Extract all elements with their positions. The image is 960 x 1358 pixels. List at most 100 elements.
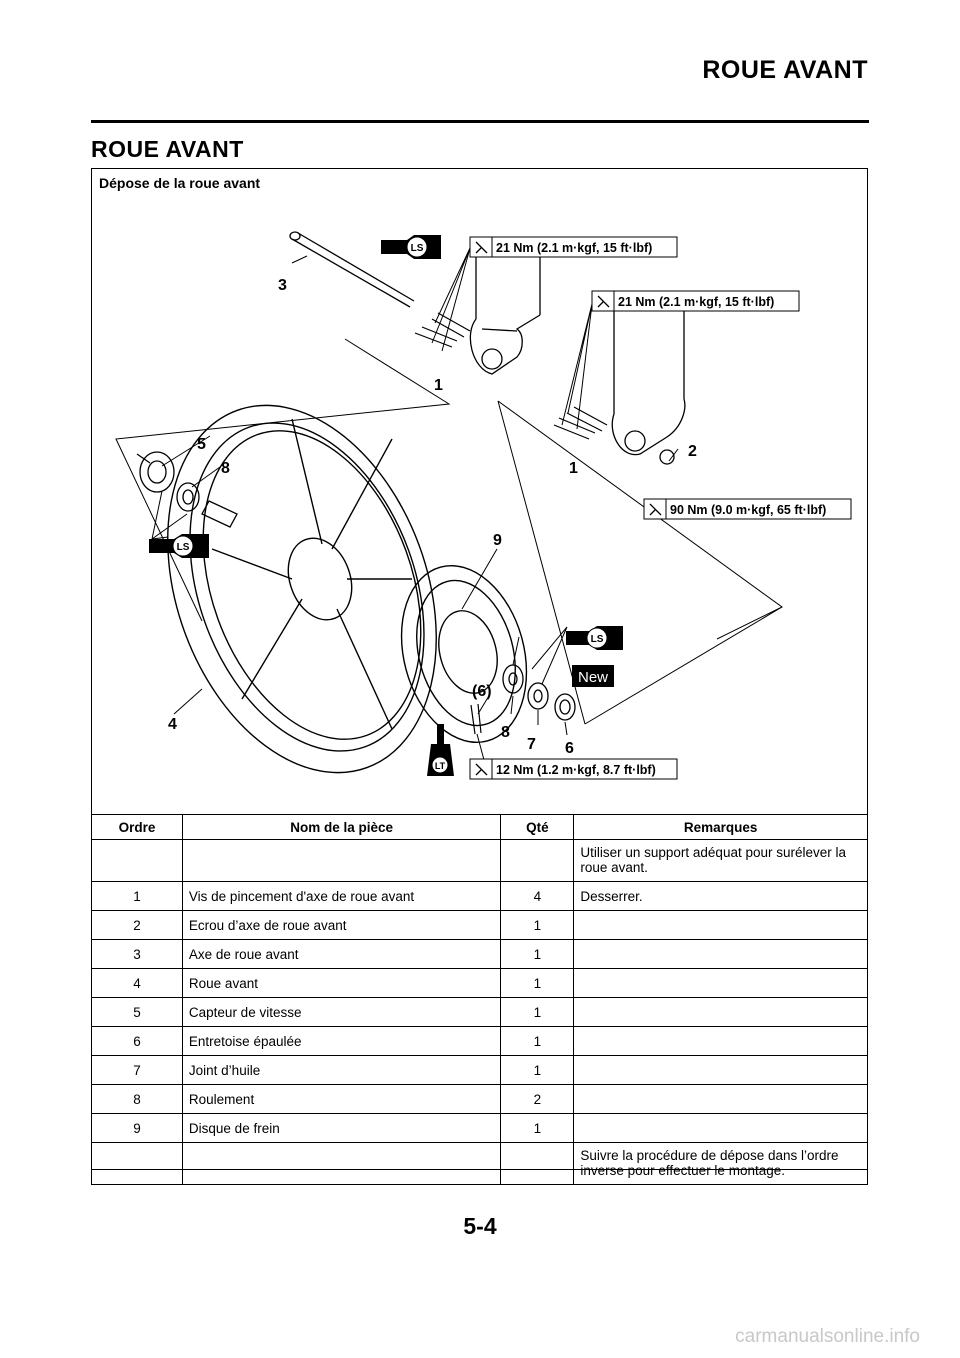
brake-disc-illustration	[400, 564, 528, 744]
cell-qty: 1	[500, 1113, 575, 1143]
callout-4: 4	[168, 716, 177, 733]
leader-lines	[151, 247, 679, 772]
cell-part-name: Roue avant	[181, 968, 502, 998]
torque-wrench-icon	[475, 763, 488, 776]
guide-line	[497, 400, 783, 725]
cell-qty	[500, 839, 575, 882]
cell-remarks	[573, 1026, 868, 1056]
torque-wrench-icon	[597, 295, 610, 308]
cell-order: 7	[91, 1055, 183, 1085]
svg-text:LT: LT	[435, 761, 446, 771]
torque-wrench-icon	[649, 503, 662, 516]
cell-remarks	[573, 997, 868, 1027]
cell-order	[91, 1142, 183, 1185]
callout-3: 3	[278, 277, 287, 294]
cell-part-name: Entretoise épaulée	[181, 1026, 502, 1056]
disc-bolt	[470, 703, 482, 735]
callout-1-right: 1	[569, 460, 578, 477]
cell-order: 9	[91, 1113, 183, 1143]
col-header-qty: Qté	[500, 814, 575, 840]
parts-table: Ordre Nom de la pièce Qté Remarques Util…	[91, 814, 868, 1185]
table-row: 4 Roue avant 1	[91, 968, 868, 998]
cell-qty: 4	[500, 881, 575, 911]
callout-6-qty: (6)	[472, 683, 492, 700]
fork-left-illustration	[469, 249, 541, 375]
cell-remarks: Suivre la procédure de dépose dans l’ord…	[573, 1142, 868, 1185]
cell-part-name: Disque de frein	[181, 1113, 502, 1143]
axle-illustration	[289, 231, 415, 308]
torque-box-4: 12 Nm (1.2 m·kgf, 8.7 ft·lbf)	[469, 758, 678, 780]
site-watermark: carmanualsonline.info	[735, 1326, 920, 1347]
cell-order: 1	[91, 881, 183, 911]
guide-line	[115, 338, 783, 725]
cell-qty: 2	[500, 1084, 575, 1114]
cell-remarks: Desserrer.	[573, 881, 868, 911]
cell-qty: 1	[500, 1055, 575, 1085]
svg-text:21 Nm (2.1 m·kgf, 15 ft·lbf): 21 Nm (2.1 m·kgf, 15 ft·lbf)	[496, 241, 652, 255]
table-row: 1 Vis de pincement d'axe de roue avant 4…	[91, 881, 868, 911]
callout-8-left: 8	[221, 460, 230, 477]
table-row: 3 Axe de roue avant 1	[91, 939, 868, 969]
new-part-badge: New	[572, 665, 614, 687]
cell-order	[91, 839, 183, 882]
cell-order: 2	[91, 910, 183, 940]
cell-part-name: Ecrou d’axe de roue avant	[181, 910, 502, 940]
cell-qty: 1	[500, 997, 575, 1027]
bearing-right-illustration	[502, 664, 576, 721]
torque-box-3: 90 Nm (9.0 m·kgf, 65 ft·lbf)	[643, 498, 852, 520]
table-row: 2 Ecrou d’axe de roue avant 1	[91, 910, 868, 940]
grease-symbol-ls-left: LS	[149, 534, 209, 558]
table-row: 9 Disque de frein 1	[91, 1113, 868, 1143]
panel-title: Dépose de la roue avant	[99, 175, 261, 191]
cell-remarks	[573, 1113, 868, 1143]
cell-remarks	[573, 939, 868, 969]
fork-right-illustration	[611, 304, 686, 465]
cell-order: 5	[91, 997, 183, 1027]
cell-order: 4	[91, 968, 183, 998]
cell-part-name: Joint d’huile	[181, 1055, 502, 1085]
table-row: 7 Joint d’huile 1	[91, 1055, 868, 1085]
running-header-title: ROUE AVANT	[702, 56, 868, 84]
cell-part-name: Axe de roue avant	[181, 939, 502, 969]
cell-part-name: Vis de pincement d'axe de roue avant	[181, 881, 502, 911]
svg-text:LS: LS	[591, 634, 604, 645]
cell-part-name	[181, 839, 502, 882]
svg-text:12 Nm (1.2 m·kgf, 8.7 ft·lbf): 12 Nm (1.2 m·kgf, 8.7 ft·lbf)	[496, 763, 656, 777]
callout-6: 6	[565, 740, 574, 757]
cell-remarks: Utiliser un support adéquat pour surélev…	[573, 839, 868, 882]
torque-box-2: 21 Nm (2.1 m·kgf, 15 ft·lbf)	[591, 290, 800, 312]
cell-qty: 1	[500, 939, 575, 969]
table-row: 8 Roulement 2	[91, 1084, 868, 1114]
svg-text:LS: LS	[411, 243, 424, 254]
callout-2: 2	[688, 443, 697, 460]
cell-remarks	[573, 910, 868, 940]
page-number: 5-4	[463, 1213, 497, 1239]
grease-symbol-ls-right: LS	[566, 626, 623, 650]
procedure-panel: Dépose de la roue avant	[91, 168, 868, 1185]
bearing-left-illustration	[176, 482, 238, 528]
callout-1-left: 1	[434, 377, 443, 394]
grease-symbol-ls-top: LS	[381, 235, 441, 259]
section-title: ROUE AVANT	[91, 136, 244, 162]
callout-7: 7	[527, 736, 536, 753]
table-row: 6 Entretoise épaulée 1	[91, 1026, 868, 1056]
exploded-wheel-diagram: LS LS LS New LT 21 Nm (2.1 m·kgf	[115, 231, 852, 780]
speed-sensor-illustration	[136, 451, 175, 493]
callout-5: 5	[197, 436, 206, 453]
cell-order: 3	[91, 939, 183, 969]
callout-8-right: 8	[501, 724, 510, 741]
cell-qty: 1	[500, 968, 575, 998]
cell-part-name: Capteur de vitesse	[181, 997, 502, 1027]
cell-remarks	[573, 1084, 868, 1114]
cell-part-name	[181, 1142, 502, 1185]
col-header-order: Ordre	[91, 814, 183, 840]
cell-remarks	[573, 1055, 868, 1085]
header-rule	[91, 120, 869, 123]
svg-text:New: New	[578, 669, 608, 686]
cell-order: 8	[91, 1084, 183, 1114]
cell-qty: 1	[500, 1026, 575, 1056]
table-header-row: Ordre Nom de la pièce Qté Remarques	[91, 814, 868, 840]
cell-remarks	[573, 968, 868, 998]
table-row: Utiliser un support adéquat pour surélev…	[91, 839, 868, 882]
cell-part-name: Roulement	[181, 1084, 502, 1114]
